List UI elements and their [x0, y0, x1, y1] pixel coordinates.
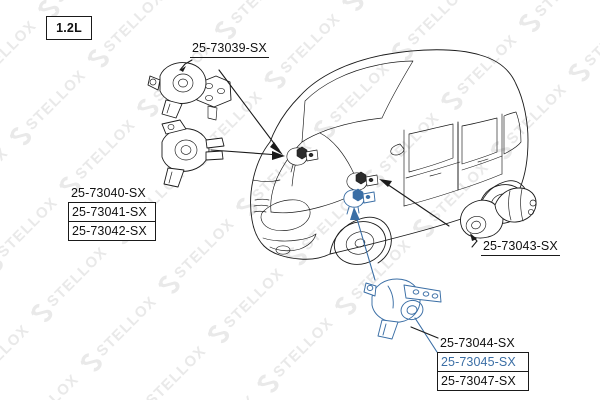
- callout-top-part-number[interactable]: 25-73039-SX: [190, 40, 269, 58]
- callout-bottom-group: 25-73044-SX 25-73045-SX 25-73047-SX: [437, 334, 529, 391]
- engine-variant-badge: 1.2L: [46, 16, 92, 40]
- callout-bottom-row-3[interactable]: 25-73047-SX: [437, 372, 529, 391]
- callout-right-part-number[interactable]: 25-73043-SX: [481, 238, 560, 256]
- callout-left-row-1[interactable]: 25-73040-SX: [68, 184, 156, 203]
- callout-left-row-3[interactable]: 25-73042-SX: [68, 222, 156, 241]
- callout-left-group: 25-73040-SX 25-73041-SX 25-73042-SX: [68, 184, 156, 241]
- callout-bottom-row-1[interactable]: 25-73044-SX: [437, 334, 529, 353]
- callout-bottom-row-2-selected[interactable]: 25-73045-SX: [437, 353, 529, 372]
- leader-25-73044-SX: [410, 326, 439, 339]
- leader-bottom-group: [414, 317, 438, 353]
- callout-left-row-2[interactable]: 25-73041-SX: [68, 203, 156, 222]
